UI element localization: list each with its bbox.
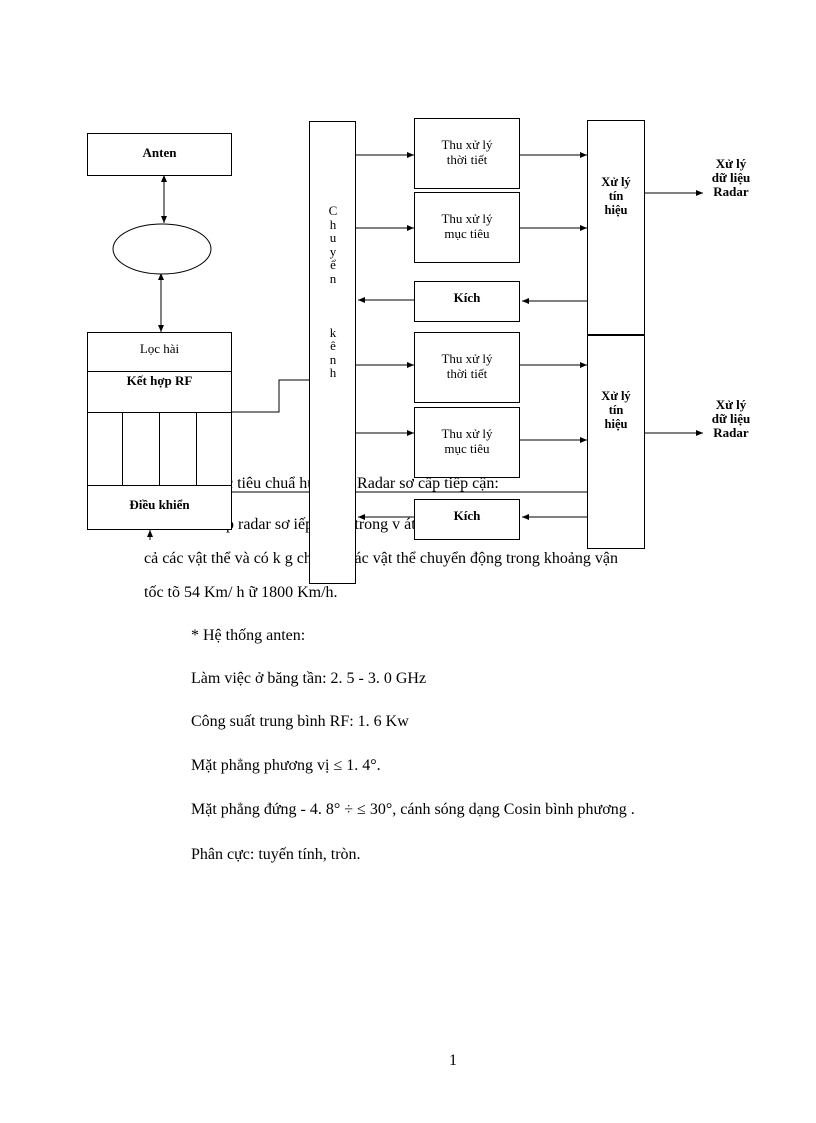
- exciter-bottom-label: Kích: [453, 508, 481, 523]
- exciter-top: Kích: [414, 281, 520, 322]
- weather-processor-top: Thu xử lý thời tiết: [414, 118, 520, 189]
- signal-processor-bottom-label: Xử lý tín hiệu: [601, 389, 631, 431]
- antenna-label: Anten: [142, 145, 177, 160]
- partial-heading-line: c tiêu chuẩ huật của Radar sơ cấp tiếp c…: [226, 475, 499, 492]
- signal-processor-bottom: Xử lý tín hiệu: [587, 335, 645, 549]
- page-number: 1: [449, 1052, 457, 1069]
- radar-data-output-top: Xử lý dữ liệu Radar: [711, 156, 751, 199]
- channel-switch-label: C h u y ể n k ê n h: [328, 203, 338, 381]
- spec-rf-power: Công suất trung bình RF: 1. 6 Kw: [191, 713, 409, 730]
- weather-processor-top-label: Thu xử lý thời tiết: [441, 137, 493, 167]
- target-processor-bottom: Thu xử lý mục tiêu: [414, 407, 520, 478]
- weather-processor-bottom: Thu xử lý thời tiết: [414, 332, 520, 403]
- spec-azimuth-plane: Mặt phẳng phương vị ≤ 1. 4°.: [191, 757, 381, 774]
- channel-switch-block: C h u y ể n k ê n h: [309, 121, 356, 584]
- weather-processor-bottom-label: Thu xử lý thời tiết: [441, 351, 493, 381]
- radar-data-output-bottom: Xử lý dữ liệu Radar: [711, 397, 751, 440]
- harmonic-filter-label: Lọc hài: [139, 341, 180, 356]
- control-label: Điều khiển: [129, 497, 190, 512]
- paragraph-line-3: cả các vật thể và có k g cho lọc các vật…: [144, 550, 619, 567]
- exciter-bottom: Kích: [414, 499, 520, 540]
- target-processor-bottom-label: Thu xử lý mục tiêu: [441, 426, 493, 456]
- paragraph-line-4: tốc tõ 54 Km/ h ữ 1800 Km/h.: [144, 584, 338, 601]
- antenna-system-heading: * Hệ thống anten:: [191, 627, 306, 644]
- signal-processor-top: Xử lý tín hiệu: [587, 120, 645, 336]
- spec-frequency-band: Làm việc ở băng tần: 2. 5 - 3. 0 GHz: [191, 670, 427, 687]
- antenna-block: Anten: [87, 133, 232, 176]
- signal-processor-top-label: Xử lý tín hiệu: [601, 175, 631, 217]
- rf-combiner-label: Kết hợp RF: [126, 373, 193, 388]
- exciter-top-label: Kích: [453, 290, 481, 305]
- spec-polarization: Phân cực: tuyến tính, tròn.: [191, 846, 361, 863]
- spec-elevation-plane: Mặt phẳng đứng - 4. 8° ÷ ≤ 30°, cánh són…: [191, 801, 635, 818]
- filter-combiner-control-block: Lọc hài Kết hợp RF Điều khiển: [87, 332, 232, 530]
- target-processor-top: Thu xử lý mục tiêu: [414, 192, 520, 263]
- target-processor-top-label: Thu xử lý mục tiêu: [441, 211, 493, 241]
